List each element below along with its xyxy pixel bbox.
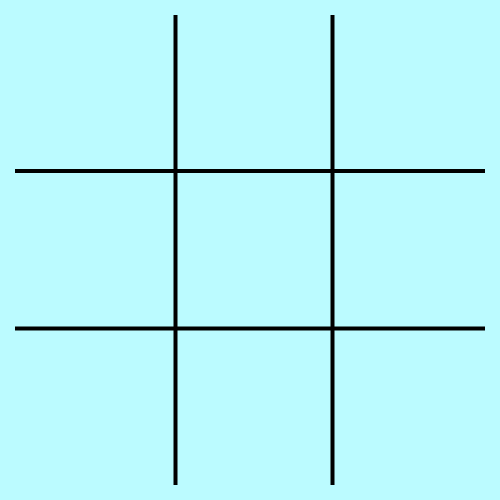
board-cell-r2-c2[interactable] (176, 171, 333, 329)
board-cell-r2-c1[interactable] (15, 171, 176, 329)
board-cell-r3-c3[interactable] (333, 329, 486, 486)
board-cell-r1-c1[interactable] (15, 15, 176, 171)
board-cell-r2-c3[interactable] (333, 171, 486, 329)
cell-grid (15, 15, 485, 485)
board-cell-r1-c2[interactable] (176, 15, 333, 171)
board-cell-r3-c2[interactable] (176, 329, 333, 486)
board-cell-r3-c1[interactable] (15, 329, 176, 486)
board-cell-r1-c3[interactable] (333, 15, 486, 171)
